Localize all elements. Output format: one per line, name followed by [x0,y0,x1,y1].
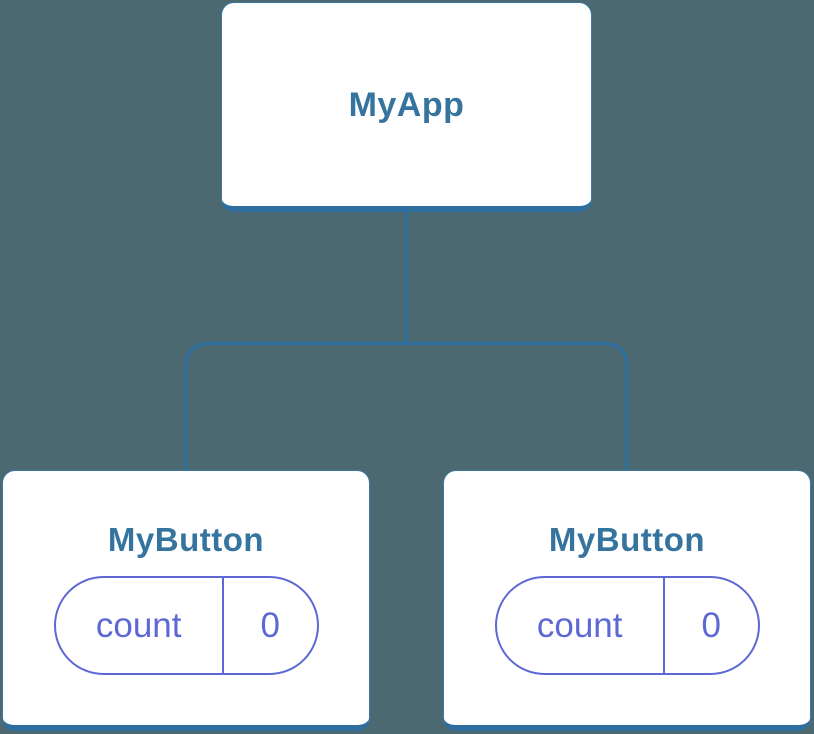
component-label: MyButton [107,521,265,558]
state-name: count [536,606,623,645]
component-node-mybutton-left: MyButton count 0 [2,470,370,731]
state-value-cell: 0 [224,578,317,673]
component-node-mybutton-right: MyButton count 0 [443,470,811,731]
connector-branch-bracket [184,341,629,471]
component-label: MyButton [548,521,706,558]
component-label: MyApp [348,85,465,124]
component-node-myapp: MyApp [221,2,592,212]
state-name-cell: count [497,578,665,673]
state-value: 0 [701,606,721,645]
state-pill: count 0 [494,576,760,675]
state-pill: count 0 [53,576,319,675]
state-name-cell: count [56,578,224,673]
state-name: count [95,606,182,645]
state-value-cell: 0 [665,578,758,673]
state-value: 0 [260,606,280,645]
